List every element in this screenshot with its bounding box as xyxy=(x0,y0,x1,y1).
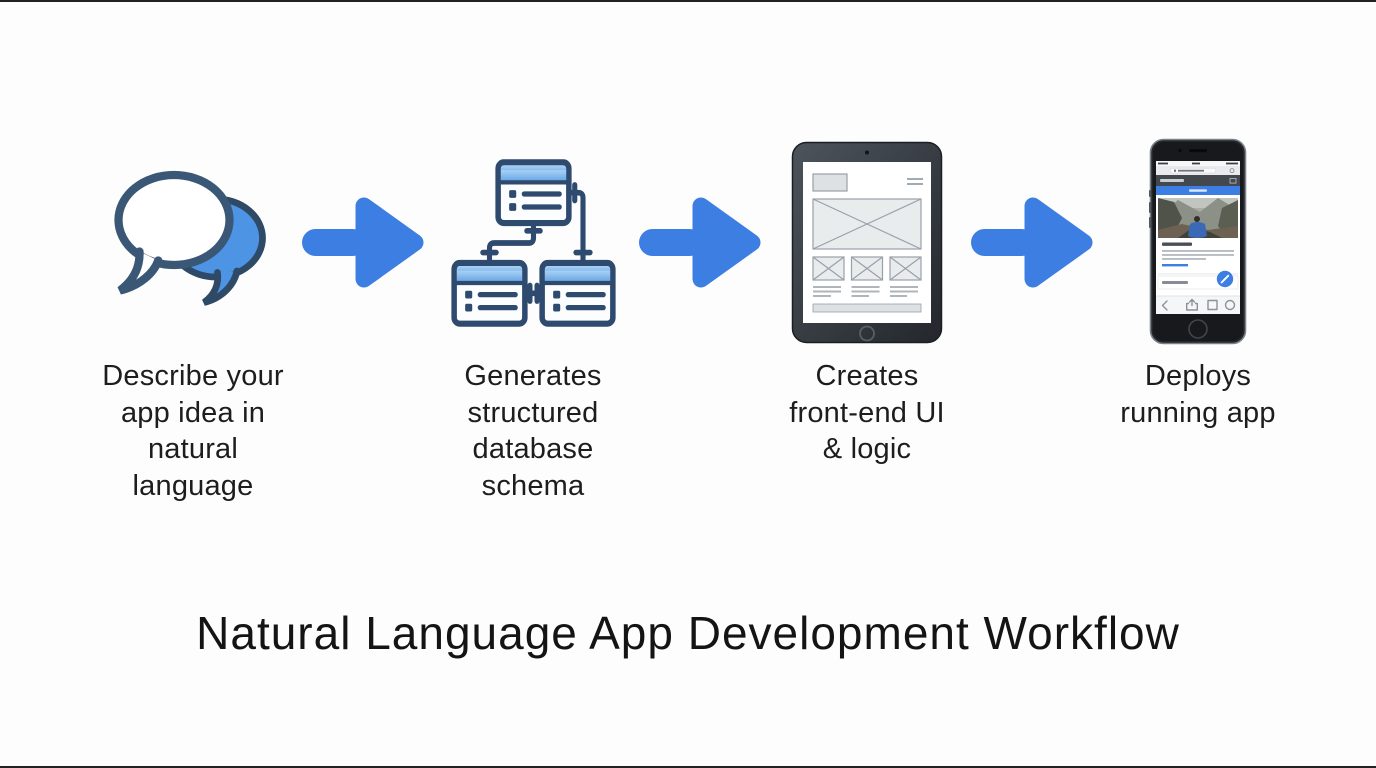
schema-table-right xyxy=(539,259,616,327)
app-photo xyxy=(1158,198,1238,238)
step-deploy-label: Deploys running app xyxy=(1120,360,1276,429)
phone-volume-button xyxy=(1149,217,1152,228)
app-screen-content xyxy=(1156,161,1240,314)
step-frontend-label: Creates front-end UI & logic xyxy=(789,360,945,465)
arrow-right-icon xyxy=(639,197,761,288)
tablet-camera-dot xyxy=(865,150,869,155)
schema-connectors xyxy=(480,182,593,304)
step-schema-icon-wrap xyxy=(451,158,616,328)
smartphone-app-icon xyxy=(1149,138,1247,345)
arrow-right-icon xyxy=(971,197,1093,288)
tablet-home-button xyxy=(859,325,875,342)
top-border-line xyxy=(0,0,1376,2)
arrow-2-wrap xyxy=(634,190,766,295)
database-schema-icon xyxy=(451,159,616,327)
step-schema-label: Generates structured database schema xyxy=(464,360,602,502)
front-speech-bubble xyxy=(114,170,234,295)
step-describe-icon-wrap xyxy=(105,163,270,313)
bottom-border-line xyxy=(0,766,1376,768)
browser-toolbar-icons xyxy=(1161,298,1236,311)
step-describe-label: Describe your app idea in natural langua… xyxy=(102,360,284,502)
phone-home-button xyxy=(1188,319,1208,339)
arrow-1-wrap xyxy=(297,190,429,295)
phone-speaker xyxy=(1189,149,1207,153)
schema-table-top xyxy=(495,159,572,227)
chat-bubbles-icon xyxy=(114,170,266,306)
wireframe-content xyxy=(812,173,923,313)
tablet-wireframe-icon xyxy=(791,141,943,344)
phone-volume-button xyxy=(1149,202,1152,213)
schema-table-left xyxy=(451,259,528,327)
arrow-right-icon xyxy=(302,197,424,288)
phone-mute-switch xyxy=(1149,190,1152,197)
step-frontend-icon-wrap xyxy=(791,141,943,344)
arrow-3-wrap xyxy=(966,190,1098,295)
diagram-title: Natural Language App Development Workflo… xyxy=(196,607,1180,659)
phone-camera-dot xyxy=(1178,148,1182,153)
step-deploy-icon-wrap xyxy=(1148,138,1248,345)
